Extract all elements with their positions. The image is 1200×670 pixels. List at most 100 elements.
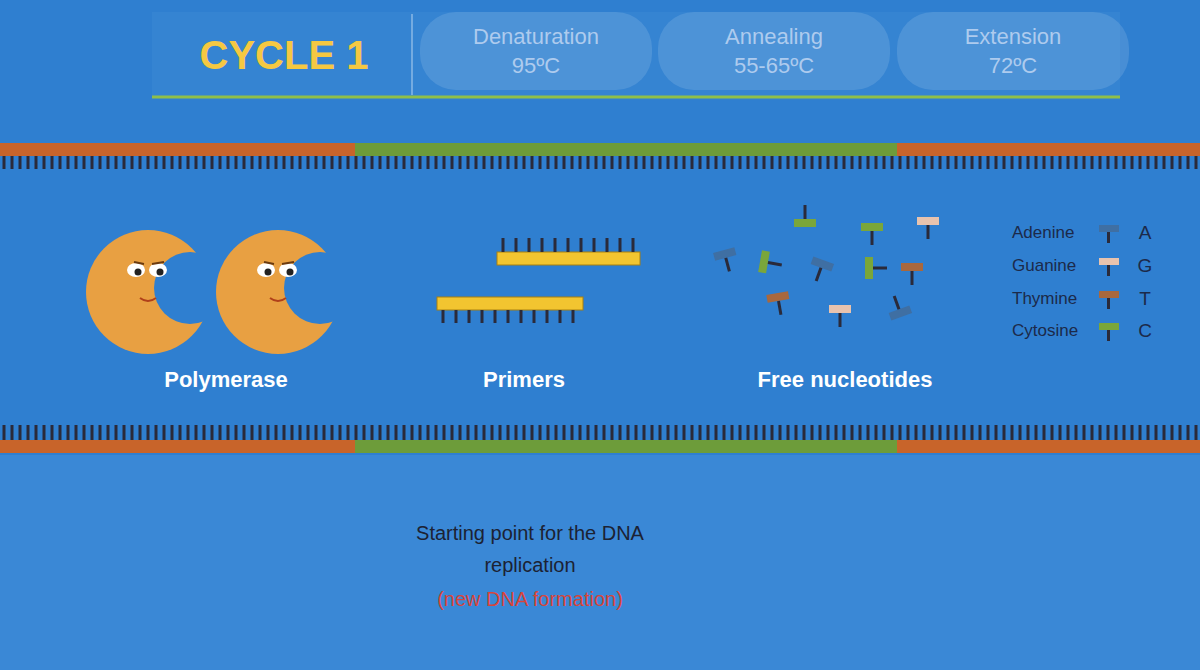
nucleotide	[865, 257, 887, 279]
base-tick	[619, 425, 622, 440]
step-temperature: 95ºC	[512, 53, 560, 78]
base-tick	[1011, 425, 1014, 440]
base-tick	[835, 425, 838, 440]
base-tick	[515, 425, 518, 440]
base-tick	[859, 156, 862, 169]
nucleotide	[713, 247, 740, 274]
base-tick	[563, 425, 566, 440]
primer-tick	[481, 310, 484, 323]
base-tick	[651, 156, 654, 169]
base-tick	[899, 425, 902, 440]
base-tick	[507, 156, 510, 169]
base-tick	[835, 156, 838, 169]
base-tick	[867, 156, 870, 169]
base-tick	[107, 156, 110, 169]
step-temperature: 55-65ºC	[734, 53, 814, 78]
base-tick	[59, 425, 62, 440]
base-tick	[467, 156, 470, 169]
note-text: Starting point for the DNA replication	[395, 517, 665, 581]
base-tick	[1091, 425, 1094, 440]
base-tick	[1003, 425, 1006, 440]
base-tick	[371, 156, 374, 169]
base-tick	[299, 425, 302, 440]
base-tick	[1027, 425, 1030, 440]
nucleotide	[861, 223, 883, 245]
legend-row: Adenine	[1012, 221, 1122, 245]
base-tick	[771, 425, 774, 440]
base-tick	[907, 156, 910, 169]
base-tick	[235, 425, 238, 440]
step-name: Denaturation	[473, 24, 599, 49]
base-tick	[395, 425, 398, 440]
base-tick	[563, 156, 566, 169]
base-tick	[779, 425, 782, 440]
base-tick	[947, 156, 950, 169]
base-tick	[275, 425, 278, 440]
base-tick	[155, 425, 158, 440]
base-tick	[267, 156, 270, 169]
base-tick	[603, 156, 606, 169]
base-tick	[1059, 425, 1062, 440]
step-pill	[897, 12, 1129, 90]
target-region	[355, 143, 897, 156]
base-tick	[27, 425, 30, 440]
base-tick	[883, 425, 886, 440]
base-tick	[1051, 156, 1054, 169]
primer-tick	[619, 238, 622, 252]
nucleotide	[917, 217, 939, 239]
step-name: Extension	[965, 24, 1062, 49]
base-tick	[547, 425, 550, 440]
base-tick	[1043, 425, 1046, 440]
base-tick	[635, 425, 638, 440]
nucleotide	[766, 291, 791, 316]
step-pill	[420, 12, 652, 90]
base-tick	[187, 156, 190, 169]
base-letter: A	[1139, 218, 1152, 248]
base-tick	[35, 156, 38, 169]
base-tick	[371, 425, 374, 440]
base-tick	[891, 425, 894, 440]
base-tick	[851, 425, 854, 440]
base-tick	[1123, 425, 1126, 440]
base-tick	[659, 425, 662, 440]
base-tick	[419, 425, 422, 440]
base-tick	[803, 156, 806, 169]
base-tick	[467, 425, 470, 440]
base-tick	[483, 425, 486, 440]
base-tick	[155, 156, 158, 169]
primer-tick	[580, 238, 583, 252]
base-tick	[1019, 156, 1022, 169]
base-tick	[539, 156, 542, 169]
primer-tick	[502, 238, 505, 252]
primer-tick	[554, 238, 557, 252]
base-tick	[987, 156, 990, 169]
base-tick	[747, 425, 750, 440]
base-tick	[75, 425, 78, 440]
base-tick	[1123, 156, 1126, 169]
legend-text: Cytosine	[1012, 321, 1094, 341]
base-tick	[323, 425, 326, 440]
step-pill: Denaturation 95ºC	[420, 12, 652, 90]
base-tick	[203, 425, 206, 440]
primer-tick	[632, 238, 635, 252]
cycle-title: CYCLE 1	[200, 32, 369, 78]
base-tick	[227, 156, 230, 169]
base-tick	[523, 425, 526, 440]
base-tick	[203, 156, 206, 169]
base-tick	[475, 156, 478, 169]
base-tick	[1131, 156, 1134, 169]
base-tick	[963, 425, 966, 440]
primer-tick	[559, 310, 562, 323]
base-tick	[379, 425, 382, 440]
base-tick	[147, 425, 150, 440]
base-tick	[1067, 425, 1070, 440]
base-tick	[411, 425, 414, 440]
base-tick	[875, 156, 878, 169]
step-pill	[658, 12, 890, 90]
base-tick	[51, 156, 54, 169]
base-tick	[171, 425, 174, 440]
base-tick	[83, 425, 86, 440]
base-tick	[923, 425, 926, 440]
base-tick	[387, 425, 390, 440]
base-tick	[603, 425, 606, 440]
